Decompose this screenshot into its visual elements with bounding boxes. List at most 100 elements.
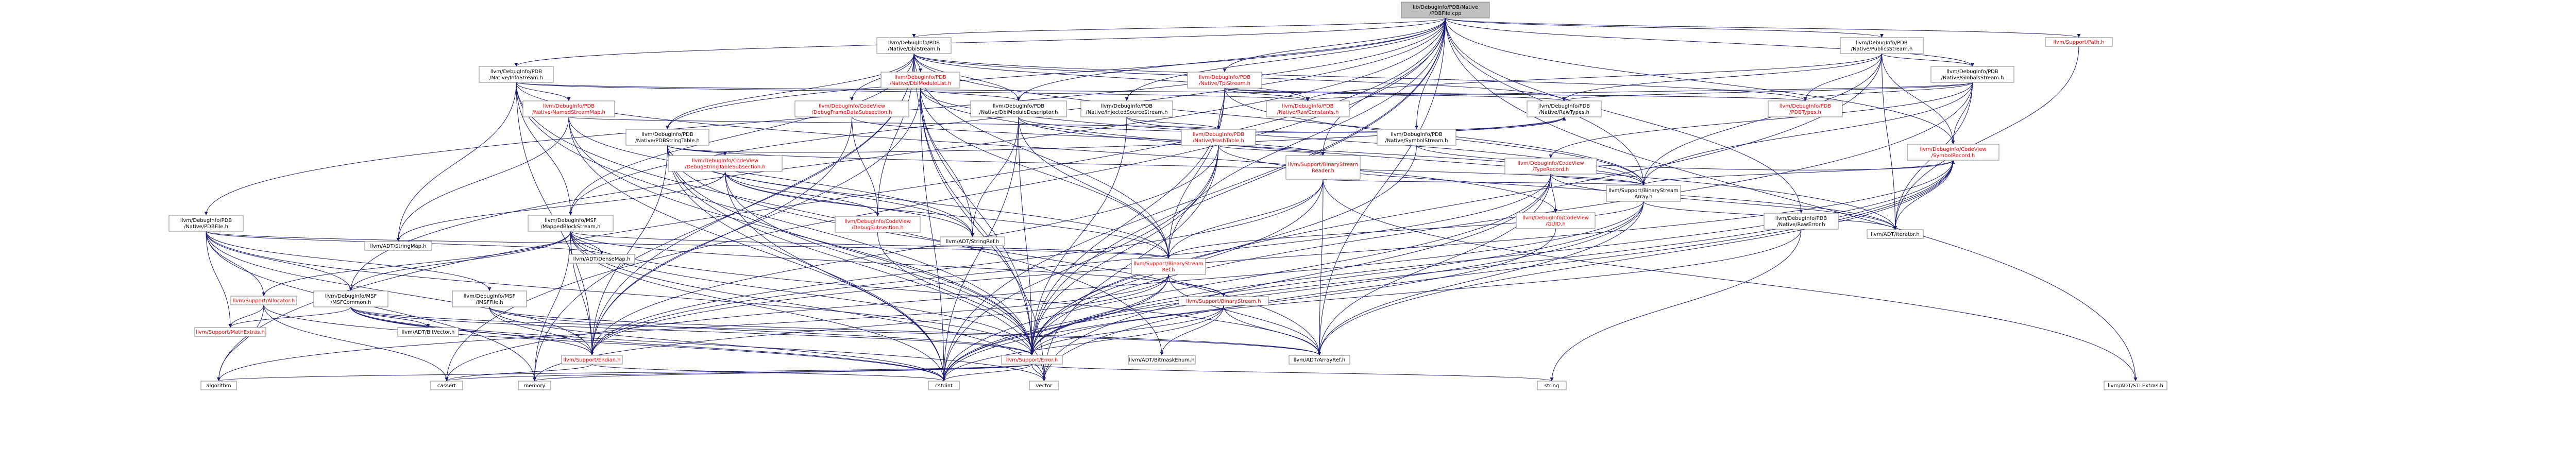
node-StringRef[interactable]: llvm/ADT/StringRef.h [940, 236, 1005, 246]
edge-MappedBlockStream-to-Allocator [262, 231, 571, 297]
edge-HashTable-to-cstdint [942, 145, 1219, 382]
node-BitVector[interactable]: llvm/ADT/BitVector.h [397, 327, 459, 337]
node-label: string [1545, 383, 1560, 389]
edge-Allocator-to-algorithm [217, 304, 264, 382]
node-RawTypes[interactable]: llvm/DebugInfo/PDB/Native/RawTypes.h [1527, 100, 1602, 117]
node-BitmaskEnum[interactable]: llvm/ADT/BitmaskEnum.h [1128, 355, 1196, 365]
node-Path[interactable]: llvm/Support/Path.h [2045, 37, 2113, 47]
node-label: llvm/DebugInfo/CodeView [692, 158, 758, 164]
node-label: llvm/Support/BinaryStream.h [1186, 299, 1261, 304]
node-label: llvm/Support/Endian.h [563, 357, 620, 363]
node-MSFCommon[interactable]: llvm/DebugInfo/MSF/MSFCommon.h [313, 290, 388, 307]
node-Error[interactable]: llvm/Support/Error.h [1001, 355, 1063, 365]
edge-root-to-DbiModuleDescriptor [1016, 18, 1446, 101]
node-TpiStream[interactable]: llvm/DebugInfo/PDB/Native/TpiStream.h [1187, 72, 1262, 89]
node-box [1029, 381, 1059, 390]
node-vector[interactable]: vector [1029, 381, 1059, 390]
node-label: /Native/PublicsStream.h [1851, 46, 1913, 52]
node-DenseMap[interactable]: llvm/ADT/DenseMap.h [568, 254, 635, 264]
node-box [1537, 381, 1567, 390]
edge-InjectedSourceStream-to-RawTypes [1126, 116, 1566, 133]
node-GUID[interactable]: llvm/DebugInfo/CodeView/GUID.h [1516, 212, 1596, 229]
edge-PublicsStream-to-RawTypes [1562, 53, 1882, 101]
node-HashTable[interactable]: llvm/DebugInfo/PDB/Native/HashTable.h [1181, 129, 1256, 146]
edge-PDBStringTable-to-BinaryStreamArray [667, 145, 1646, 186]
node-label: llvm/Support/BinaryStream [1288, 162, 1358, 168]
edge-InfoStream-to-RawConstants [516, 82, 1310, 101]
edge-PDBFileH-to-MathExtras [206, 231, 232, 328]
node-label: llvm/DebugInfo/CodeView [819, 104, 885, 109]
node-MappedBlockStream[interactable]: llvm/DebugInfo/MSF/MappedBlockStream.h [528, 215, 614, 232]
edge-DbiStream-to-Endian [590, 53, 914, 356]
node-InfoStream[interactable]: llvm/DebugInfo/PDB/Native/InfoStream.h [479, 66, 554, 83]
edge-root-to-MSFCommon [349, 18, 1446, 291]
edge-MappedBlockStream-to-BinaryStreamRef [570, 231, 1171, 259]
node-STLExtras[interactable]: llvm/ADT/STLExtras.h [2104, 381, 2167, 390]
node-box [1266, 100, 1350, 117]
node-label: llvm/ADT/ArrayRef.h [1294, 357, 1346, 363]
edge-TypeRecord-to-GUID [1550, 174, 1557, 213]
node-memory[interactable]: memory [518, 381, 551, 390]
edge-TpiStream-to-RawTypes [1224, 88, 1566, 101]
node-label: llvm/DebugInfo/MSF [545, 218, 597, 224]
edge-GlobalsStream-to-RawTypes [1562, 82, 1973, 101]
node-box [1080, 100, 1173, 117]
node-DbiModuleList[interactable]: llvm/DebugInfo/PDB/Native/DbiModuleList.… [880, 72, 960, 89]
node-SymbolRecord[interactable]: llvm/DebugInfo/CodeView/SymbolRecord.h [1907, 144, 1999, 161]
node-label: llvm/DebugInfo/PDB [543, 104, 595, 109]
node-RawConstants[interactable]: llvm/DebugInfo/PDB/Native/RawConstants.h [1266, 100, 1350, 117]
edge-BinaryStreamRef-to-BinaryStream [1168, 274, 1226, 297]
node-SymbolStream[interactable]: llvm/DebugInfo/PDB/Native/SymbolStream.h [1377, 129, 1456, 146]
node-DebugStringTableSubsection[interactable]: llvm/DebugInfo/CodeView/DebugStringTable… [668, 155, 783, 172]
node-label: llvm/DebugInfo/PDB [1282, 104, 1333, 109]
node-label: llvm/ADT/BitmaskEnum.h [1129, 357, 1194, 363]
node-RawError[interactable]: llvm/DebugInfo/PDB/Native/RawError.h [1764, 213, 1839, 230]
node-TypeRecord[interactable]: llvm/DebugInfo/CodeView/TypeRecord.h [1504, 158, 1597, 175]
node-BinaryStream[interactable]: llvm/Support/BinaryStream.h [1178, 296, 1269, 306]
node-StringMap[interactable]: llvm/ADT/StringMap.h [364, 241, 432, 251]
edge-HashTable-to-Error [1030, 145, 1219, 356]
node-GlobalsStream[interactable]: llvm/DebugInfo/PDB/Native/GlobalsStream.… [1930, 66, 2014, 83]
node-PublicsStream[interactable]: llvm/DebugInfo/PDB/Native/PublicsStream.… [1840, 37, 1924, 54]
node-NamedStreamMap[interactable]: llvm/DebugInfo/PDB/Native/NamedStreamMap… [522, 100, 615, 117]
edge-InjectedSourceStream-to-Error [1030, 116, 1127, 356]
node-string[interactable]: string [1537, 381, 1567, 390]
node-DbiStream[interactable]: llvm/DebugInfo/PDB/Native/DbiStream.h [876, 37, 952, 54]
node-box [794, 100, 909, 117]
node-DbiModuleDescriptor[interactable]: llvm/DebugInfo/PDB/Native/DbiModuleDescr… [970, 100, 1067, 117]
node-iterator[interactable]: llvm/ADT/iterator.h [1867, 229, 1924, 239]
edge-PDBFileH-to-IMSFFile [206, 231, 492, 291]
node-IMSFFile[interactable]: llvm/DebugInfo/MSF/IMSFFile.h [452, 290, 527, 307]
edge-BinaryStreamReader-to-STLExtras [1323, 179, 2138, 382]
node-PDBStringTable[interactable]: llvm/DebugInfo/PDB/Native/PDBStringTable… [625, 129, 709, 146]
node-cassert[interactable]: cassert [430, 381, 463, 390]
edge-RawError-to-string [1550, 229, 1802, 382]
node-box [1377, 129, 1456, 146]
node-algorithm[interactable]: algorithm [200, 381, 237, 390]
edge-DbiModuleList-to-cstdint [920, 88, 946, 382]
node-cstdint[interactable]: cstdint [928, 381, 960, 390]
edge-PDBStringTable-to-cstdint [667, 145, 946, 382]
node-Endian[interactable]: llvm/Support/Endian.h [561, 355, 623, 365]
edge-MappedBlockStream-to-vector [570, 231, 1046, 382]
node-box [1178, 296, 1269, 306]
node-box [1907, 144, 1999, 161]
node-Allocator[interactable]: llvm/Support/Allocator.h [230, 296, 297, 305]
node-PDBTypes[interactable]: llvm/DebugInfo/PDB/PDBTypes.h [1768, 100, 1843, 117]
node-DebugSubsection[interactable]: llvm/DebugInfo/CodeView/DebugSubsection.… [835, 216, 921, 233]
edge-TypeRecord-to-Endian [590, 174, 1551, 356]
node-box [625, 129, 709, 146]
node-ArrayRef[interactable]: llvm/ADT/ArrayRef.h [1289, 355, 1350, 365]
node-box [970, 100, 1067, 117]
node-InjectedSourceStream[interactable]: llvm/DebugInfo/PDB/Native/InjectedSource… [1080, 100, 1173, 117]
node-PDBFileH[interactable]: llvm/DebugInfo/PDB/Native/PDBFile.h [168, 215, 244, 232]
node-MathExtras[interactable]: llvm/Support/MathExtras.h [194, 327, 266, 337]
edge-IMSFFile-to-cstdint [489, 306, 946, 382]
edge-BinaryStreamReader-to-Endian [590, 179, 1324, 356]
node-box [1768, 100, 1843, 117]
node-DebugFrameDataSubsection[interactable]: llvm/DebugInfo/CodeView/DebugFrameDataSu… [794, 100, 909, 117]
edge-SymbolRecord-to-Error [1030, 160, 1954, 356]
